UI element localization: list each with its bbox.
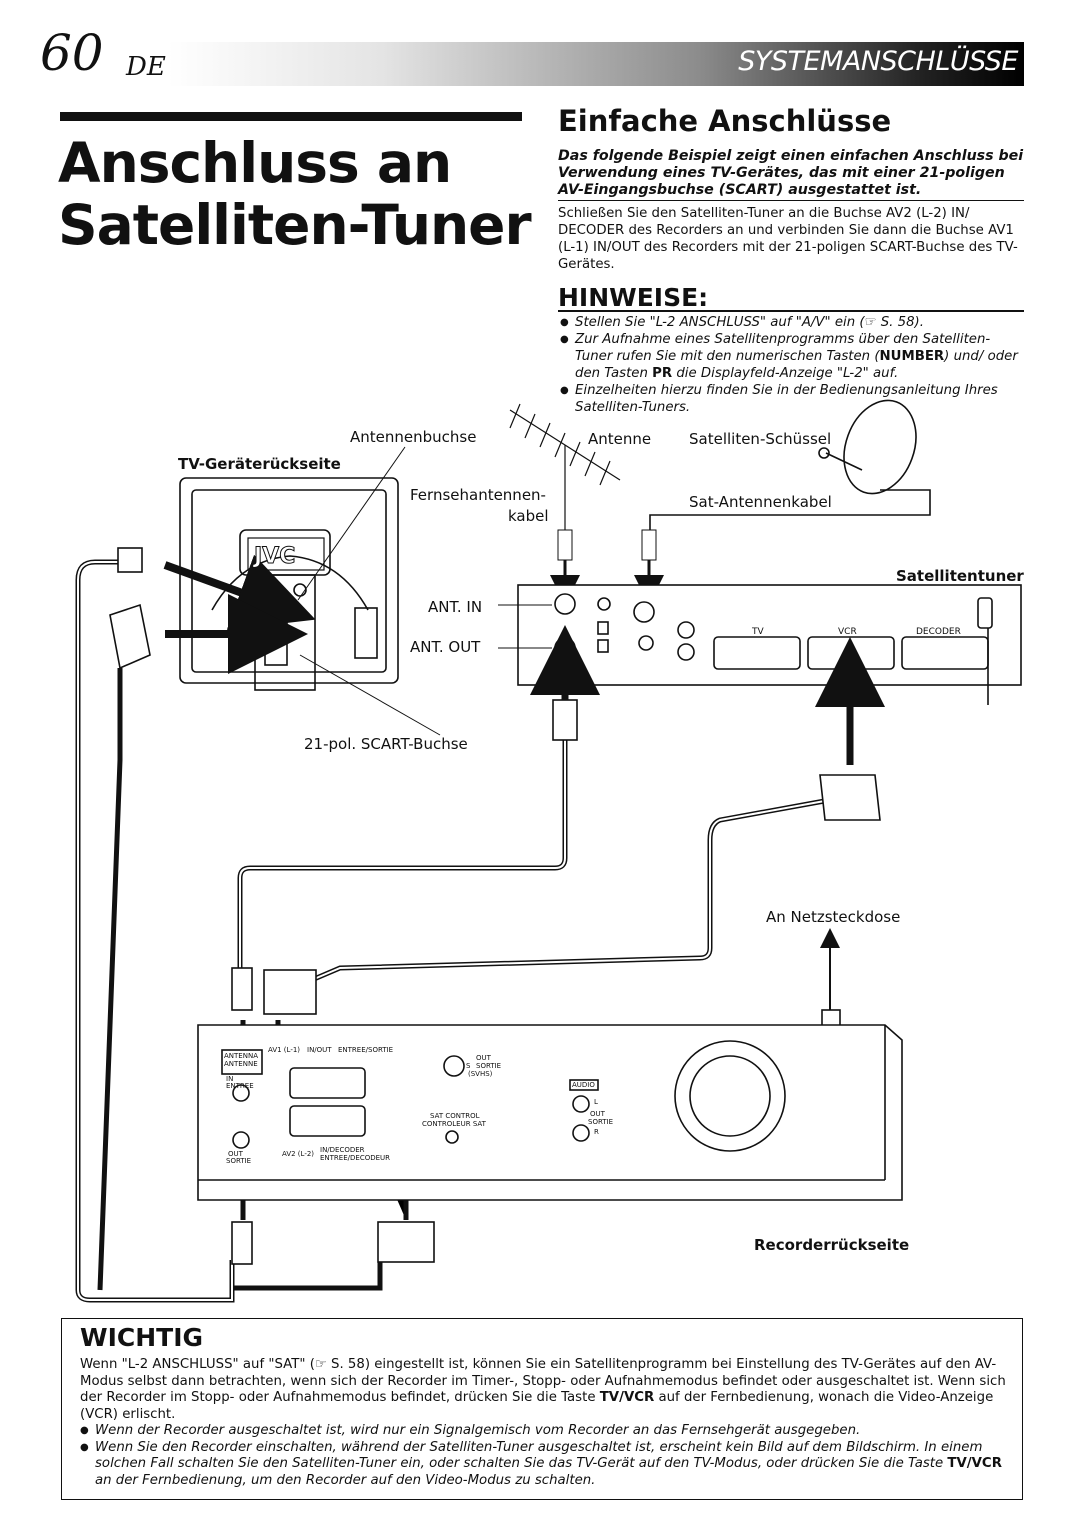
- hinweise-note-1: Stellen Sie "L-2 ANSCHLUSS" auf "A/V" ei…: [560, 314, 1022, 331]
- rec-av2-label: AV2 (L-2): [282, 1150, 314, 1158]
- rec-av1-label: AV1 (L-1): [268, 1046, 300, 1054]
- rec-sat-control-label: SAT CONTROL: [430, 1112, 480, 1120]
- section-heading: Einfache Anschlüsse: [558, 104, 892, 138]
- label-netzsteckdose: An Netzsteckdose: [766, 908, 901, 926]
- section-paragraph: Schließen Sie den Satelliten-Tuner an di…: [558, 206, 1018, 272]
- rec-sortie-label: SORTIE: [226, 1157, 251, 1165]
- label-kabel: kabel: [508, 507, 549, 525]
- label-fernsehantennen: Fernsehantennen-: [410, 486, 546, 504]
- page-title-line1: Anschluss an: [58, 131, 452, 195]
- hinweise-list: Stellen Sie "L-2 ANSCHLUSS" auf "A/V" ei…: [560, 314, 1022, 416]
- section-intro: Das folgende Beispiel zeigt einen einfac…: [558, 148, 1024, 201]
- rec-audio-sortie-label: SORTIE: [588, 1118, 613, 1126]
- label-satelliten-schuessel: Satelliten-Schüssel: [689, 430, 832, 448]
- wichtig-box: WICHTIG Wenn "L-2 ANSCHLUSS" auf "SAT" (…: [61, 1318, 1023, 1500]
- rec-audio-r-label: R: [594, 1128, 599, 1136]
- rec-antenna-label: ANTENNA: [224, 1052, 258, 1060]
- rec-entree-decodeur-label: ENTREE/DECODEUR: [320, 1154, 390, 1162]
- recorder-rear-box: [197, 1024, 903, 1201]
- rec-controleur-sat-label: CONTROLEUR SAT: [422, 1120, 487, 1128]
- rec-entree-sortie-label: ENTREE/SORTIE: [338, 1046, 393, 1054]
- satellite-dish: [649, 399, 931, 530]
- section-header-bar: SYSTEMANSCHLÜSSE: [168, 42, 1024, 86]
- rec-s-sortie-label: SORTIE: [476, 1062, 501, 1070]
- title-rule: [60, 112, 522, 121]
- language-code: DE: [126, 52, 166, 82]
- label-tv-rueckseite: TV-Geräterückseite: [178, 455, 341, 473]
- hinweise-note-3: Einzelheiten hierzu finden Sie in der Be…: [560, 382, 1022, 416]
- rec-out-label: OUT: [228, 1150, 244, 1158]
- tuner-tv-label: TV: [751, 627, 764, 637]
- label-satellitentuner: Satellitentuner: [896, 567, 1024, 585]
- rec-entree-label: ENTREE: [226, 1082, 254, 1090]
- rec-s-label: S: [466, 1062, 471, 1070]
- wichtig-notes: Wenn der Recorder ausgeschaltet ist, wir…: [80, 1423, 1016, 1489]
- wichtig-note-2: Wenn Sie den Recorder einschalten, währe…: [80, 1440, 1016, 1490]
- rec-audio-label: AUDIO: [572, 1081, 595, 1089]
- page-title-line2: Satelliten-Tuner: [58, 193, 532, 257]
- page-title: Anschluss an Satelliten-Tuner: [58, 131, 532, 257]
- rec-inout-label: IN/OUT: [307, 1046, 332, 1054]
- rec-antenne-label: ANTENNE: [224, 1060, 258, 1068]
- label-scart-buchse: 21-pol. SCART-Buchse: [304, 735, 468, 753]
- hinweise-rule: [558, 310, 1024, 312]
- wichtig-title: WICHTIG: [80, 1323, 204, 1352]
- wichtig-text: Wenn "L-2 ANSCHLUSS" auf "SAT" (☞ S. 58)…: [80, 1357, 1006, 1422]
- tuner-vcr-label: VCR: [838, 627, 857, 637]
- rec-audio-l-label: L: [594, 1098, 598, 1106]
- tuner-decoder-label: DECODER: [916, 627, 961, 637]
- wichtig-note-1: Wenn der Recorder ausgeschaltet ist, wir…: [80, 1423, 1016, 1440]
- label-ant-in: ANT. IN: [428, 598, 483, 616]
- antenna: [509, 403, 621, 530]
- rec-audio-out-label: OUT: [590, 1110, 606, 1118]
- hinweise-note-2: Zur Aufnahme eines Satellitenprogramms ü…: [560, 331, 1022, 382]
- label-ant-out: ANT. OUT: [410, 638, 481, 656]
- rec-svhs-label: (SVHS): [468, 1070, 493, 1078]
- jvc-logo-text: JVC: [252, 544, 295, 569]
- hinweise-title: HINWEISE:: [558, 283, 709, 312]
- page-number: 60: [40, 24, 104, 82]
- satellite-tuner-box: [517, 584, 1022, 686]
- rec-in-label: IN: [226, 1075, 233, 1083]
- rec-s-out-label: OUT: [476, 1054, 492, 1062]
- rec-indecoder-label: IN/DECODER: [320, 1146, 365, 1154]
- label-recorder-rueckseite: Recorderrückseite: [754, 1236, 910, 1254]
- section-header-label: SYSTEMANSCHLÜSSE: [738, 46, 1018, 77]
- label-sat-antennenkabel: Sat-Antennenkabel: [689, 493, 832, 511]
- label-antennenbuchse: Antennenbuchse: [350, 428, 477, 446]
- label-antenne: Antenne: [588, 430, 652, 448]
